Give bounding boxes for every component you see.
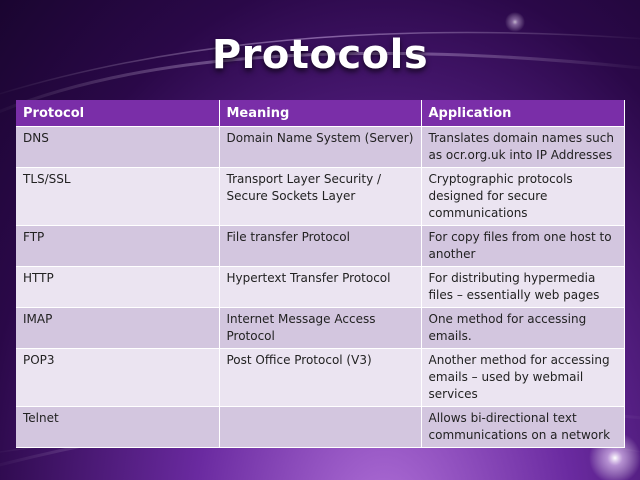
table-row: TLS/SSL Transport Layer Security / Secur…	[16, 167, 625, 226]
protocol-cell: POP3	[16, 348, 220, 407]
protocol-cell: DNS	[16, 126, 220, 168]
protocol-cell: TLS/SSL	[16, 167, 220, 226]
table-row: FTP File transfer Protocol For copy file…	[16, 225, 625, 267]
meaning-cell: Transport Layer Security / Secure Socket…	[219, 167, 422, 226]
table-row: DNS Domain Name System (Server) Translat…	[16, 126, 625, 168]
slide-title: Protocols	[211, 32, 429, 78]
application-cell: One method for accessing emails.	[421, 307, 625, 349]
table-row: IMAP Internet Message Access Protocol On…	[16, 307, 625, 349]
header-application: Application	[421, 100, 625, 127]
meaning-cell: Internet Message Access Protocol	[219, 307, 422, 349]
application-cell: Another method for accessing emails – us…	[421, 348, 625, 407]
meaning-cell: Post Office Protocol (V3)	[219, 348, 422, 407]
table-row: POP3 Post Office Protocol (V3) Another m…	[16, 348, 625, 407]
application-cell: Translates domain names such as ocr.org.…	[421, 126, 625, 168]
meaning-cell	[219, 406, 422, 448]
table-row: Telnet Allows bi-directional text commun…	[16, 406, 625, 448]
protocols-table: Protocol Meaning Application DNS Domain …	[16, 100, 625, 448]
header-meaning: Meaning	[219, 100, 422, 127]
meaning-cell: Domain Name System (Server)	[219, 126, 422, 168]
protocol-cell: HTTP	[16, 266, 220, 308]
protocol-cell: FTP	[16, 225, 220, 267]
protocol-cell: IMAP	[16, 307, 220, 349]
meaning-cell: File transfer Protocol	[219, 225, 422, 267]
header-protocol: Protocol	[16, 100, 220, 127]
application-cell: For distributing hypermedia files – esse…	[421, 266, 625, 308]
protocol-cell: Telnet	[16, 406, 220, 448]
table-row: HTTP Hypertext Transfer Protocol For dis…	[16, 266, 625, 308]
table-header-row: Protocol Meaning Application	[16, 100, 625, 127]
application-cell: For copy files from one host to another	[421, 225, 625, 267]
application-cell: Cryptographic protocols designed for sec…	[421, 167, 625, 226]
meaning-cell: Hypertext Transfer Protocol	[219, 266, 422, 308]
application-cell: Allows bi-directional text communication…	[421, 406, 625, 448]
